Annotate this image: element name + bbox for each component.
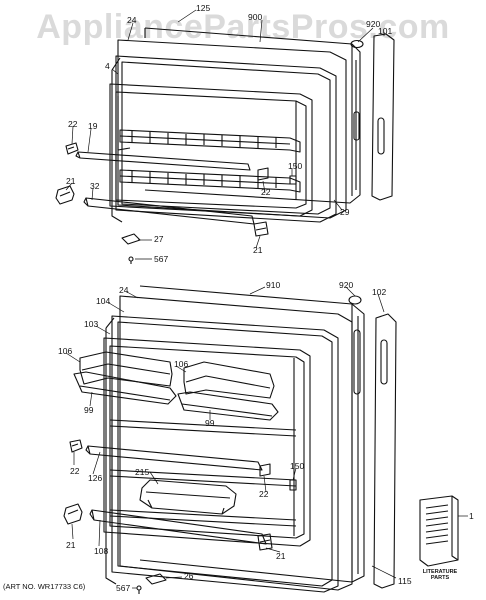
part-21b [253, 221, 269, 237]
fresh-food-door-gasket-104 [119, 295, 353, 591]
callout-108: 108 [94, 546, 109, 556]
callout-567: 567 [154, 254, 169, 264]
callout-29: 29 [340, 207, 350, 217]
literature-caption: LITERATURE PARTS [422, 569, 458, 581]
callout-32: 32 [90, 181, 100, 191]
freezer-door-gasket-124 [117, 39, 347, 219]
callout-21: 21 [253, 245, 263, 255]
callout-22: 22 [261, 187, 271, 197]
freezer-inner-panel [109, 83, 313, 217]
callout-900: 900 [248, 12, 263, 22]
literature-booklet-1 [419, 495, 459, 567]
freezer-door-liner-4 [111, 55, 337, 223]
callout-126: 126 [88, 473, 103, 483]
callout-24: 24 [127, 15, 137, 25]
part-567a [128, 256, 134, 264]
callout-910: 910 [266, 280, 281, 290]
callout-26: 26 [184, 571, 194, 581]
callout-920: 920 [366, 19, 381, 29]
callout-920: 920 [339, 280, 354, 290]
part-150b [289, 479, 297, 491]
fresh-food-inner-panel [103, 337, 311, 547]
callout-21: 21 [276, 551, 286, 561]
callout-24: 24 [119, 285, 129, 295]
art-number: (ART NO. WR17733 C6) [3, 582, 86, 591]
callout-22: 22 [259, 489, 269, 499]
callout-22: 22 [70, 466, 80, 476]
part-22c [69, 439, 83, 453]
cap-920b [348, 295, 362, 305]
freezer-door-seal-101 [371, 33, 395, 201]
part-21a [55, 185, 75, 205]
callout-21: 21 [66, 540, 76, 550]
part-26 [145, 573, 167, 585]
callout-106: 106 [58, 346, 73, 356]
callout-125: 125 [196, 3, 211, 13]
callout-99: 99 [205, 418, 215, 428]
callout-150: 150 [290, 461, 305, 471]
part-150a [289, 175, 297, 185]
part-567b [136, 585, 142, 594]
part-21c [63, 503, 83, 525]
part-27 [121, 233, 141, 245]
callout-567: 567 [116, 583, 131, 593]
callout-104: 104 [96, 296, 111, 306]
part-22a [65, 142, 79, 155]
egg-bin-215 [139, 479, 237, 515]
door-shelf-bar-108 [89, 509, 267, 545]
callout-215: 215 [135, 467, 150, 477]
part-22b [257, 167, 269, 181]
callout-4: 4 [105, 61, 110, 71]
callout-27: 27 [154, 234, 164, 244]
callout-102: 102 [372, 287, 387, 297]
dairy-bin-106-right [177, 361, 279, 421]
callout-115: 115 [398, 576, 412, 586]
callout-103: 103 [84, 319, 99, 329]
freezer-shelf-bar-19 [75, 151, 251, 171]
callout-21: 21 [66, 176, 76, 186]
dairy-bin-106-left [73, 351, 177, 405]
part-22d [259, 463, 271, 477]
part-21d [257, 533, 273, 551]
callout-106: 106 [174, 359, 189, 369]
fresh-food-seal-102 [373, 313, 397, 589]
fresh-food-door-liner-103 [105, 315, 339, 593]
freezer-door-outer-900 [144, 27, 361, 204]
callout-22: 22 [68, 119, 78, 129]
callout-1: 1 [469, 511, 474, 521]
callout-101: 101 [378, 26, 393, 36]
door-shelf-bar-126 [85, 445, 263, 471]
callout-19: 19 [88, 121, 98, 131]
callout-99: 99 [84, 405, 94, 415]
cap-920a [350, 39, 364, 49]
callout-150: 150 [288, 161, 303, 171]
